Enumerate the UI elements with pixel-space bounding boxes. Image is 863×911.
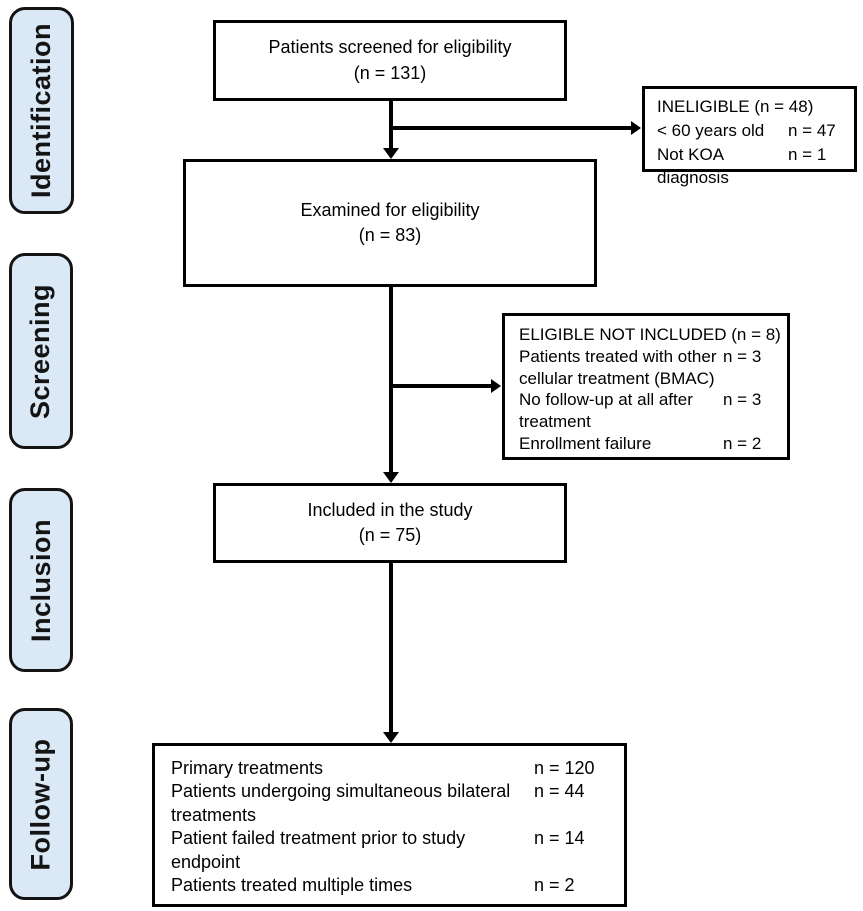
arrowhead-down-follow-up	[383, 732, 399, 743]
outcome-count: n = 120	[534, 758, 595, 778]
box-examined-count: (n = 83)	[358, 225, 422, 245]
reason-count: n = 2	[723, 433, 762, 453]
arrowhead-right-ineligible	[631, 121, 641, 135]
stage-inclusion-label: Inclusion	[25, 518, 56, 642]
reason-count: n = 3	[723, 390, 762, 410]
list-item: Patients treated with other cellular tre…	[519, 346, 775, 390]
box-screened-count: (n = 131)	[353, 62, 427, 83]
connector-branch-eligible-not-included	[391, 384, 491, 388]
box-included-line1: Included in the study	[307, 499, 473, 520]
stage-follow-up-label: Follow-up	[25, 738, 56, 870]
box-included: Included in the study (n = 75)	[213, 483, 567, 563]
reason-count: n = 3	[723, 346, 762, 366]
box-examined: Examined for eligibility (n = 83)	[183, 159, 597, 287]
reason-label: Not KOA diagnosis	[657, 144, 729, 188]
outcome-label: Patients treated multiple times	[171, 874, 413, 895]
reason-label: Enrollment failure	[519, 433, 652, 453]
box-screened: Patients screened for eligibility (n = 1…	[213, 20, 567, 101]
stage-follow-up: Follow-up	[9, 708, 73, 900]
connector-branch-ineligible	[391, 126, 632, 130]
box-included-count: (n = 75)	[358, 525, 422, 545]
reason-label: < 60 years old	[657, 120, 765, 140]
list-item: Patients undergoing simultaneous bilater…	[171, 780, 606, 827]
stage-identification-label: Identification	[26, 23, 56, 198]
outcome-count: n = 44	[534, 781, 585, 802]
list-item: Primary treatments n = 120	[171, 757, 606, 780]
list-item: < 60 years old n = 47	[657, 119, 844, 143]
list-item: Patients treated multiple times n = 2	[171, 874, 606, 897]
box-eligible-not-included-title: ELIGIBLE NOT INCLUDED (n = 8)	[519, 325, 781, 344]
box-ineligible: INELIGIBLE (n = 48) < 60 years old n = 4…	[642, 86, 857, 187]
connector-included-to-follow-up	[389, 563, 393, 736]
outcome-label: Patients undergoing simultaneous bilater…	[171, 781, 511, 825]
arrowhead-down-examined	[383, 148, 399, 159]
stage-screening: Screening	[9, 253, 73, 449]
outcome-count: n = 2	[534, 874, 575, 895]
connector-examined-to-included	[389, 287, 393, 476]
list-item: Enrollment failure n = 2	[519, 433, 775, 455]
outcome-label: Primary treatments	[171, 758, 324, 778]
stage-screening-label: Screening	[25, 283, 56, 419]
box-follow-up: Primary treatments n = 120 Patients unde…	[152, 743, 627, 907]
box-screened-line1: Patients screened for eligibility	[268, 37, 512, 58]
arrowhead-right-eligible-not-included	[491, 379, 501, 393]
box-ineligible-title: INELIGIBLE (n = 48)	[657, 97, 814, 116]
arrowhead-down-included	[383, 472, 399, 483]
outcome-count: n = 14	[534, 828, 585, 849]
reason-count: n = 47	[788, 120, 836, 140]
reason-label: Patients treated with other cellular tre…	[519, 346, 717, 388]
reason-label: No follow-up at all after treatment	[519, 390, 693, 431]
box-examined-line1: Examined for eligibility	[300, 199, 480, 220]
list-item: No follow-up at all after treatment n = …	[519, 389, 775, 433]
reason-count: n = 1	[788, 144, 827, 164]
list-item: Patient failed treatment prior to study …	[171, 827, 606, 874]
stage-identification: Identification	[9, 7, 74, 214]
stage-inclusion: Inclusion	[9, 488, 73, 672]
list-item: Not KOA diagnosis n = 1	[657, 143, 844, 191]
box-eligible-not-included: ELIGIBLE NOT INCLUDED (n = 8) Patients t…	[502, 313, 790, 460]
outcome-label: Patient failed treatment prior to study …	[171, 828, 466, 872]
